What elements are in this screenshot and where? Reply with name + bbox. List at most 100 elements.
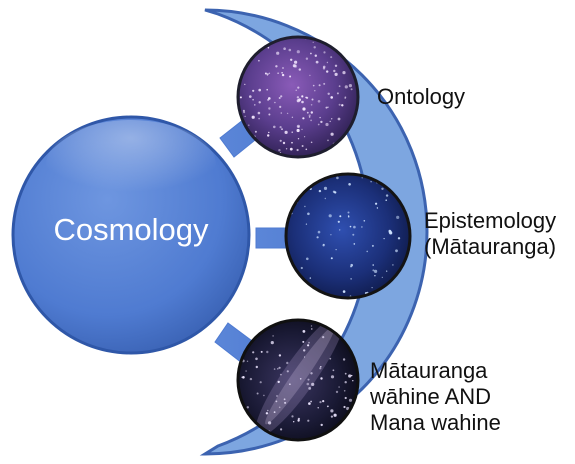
star [280, 428, 282, 430]
star [313, 42, 314, 43]
star [330, 121, 331, 122]
star [337, 92, 339, 94]
star [309, 114, 311, 116]
star [384, 238, 385, 239]
star [344, 390, 346, 392]
star [300, 378, 302, 380]
star [318, 407, 319, 408]
star [260, 381, 262, 383]
star [242, 376, 245, 379]
star [392, 264, 394, 266]
star [306, 224, 307, 225]
star [349, 84, 352, 87]
star [276, 401, 278, 403]
star [334, 414, 337, 417]
star [348, 212, 350, 214]
star [345, 85, 348, 88]
star [274, 411, 276, 413]
star [301, 101, 304, 104]
star [280, 374, 282, 376]
star [279, 367, 281, 369]
star [281, 112, 283, 114]
star [255, 131, 257, 133]
star [250, 378, 252, 380]
star [318, 231, 321, 234]
star [254, 104, 255, 105]
star [327, 107, 328, 108]
star [297, 50, 300, 53]
star [297, 129, 300, 132]
star [274, 368, 276, 370]
star [275, 65, 277, 67]
star [244, 84, 245, 85]
star [319, 117, 320, 118]
star [309, 75, 310, 76]
star [307, 383, 310, 386]
star [354, 243, 356, 245]
star [331, 133, 334, 136]
star [333, 369, 335, 371]
star [297, 149, 299, 151]
star [285, 131, 288, 134]
star [289, 49, 292, 52]
star [272, 335, 274, 337]
star [345, 97, 346, 98]
star [259, 101, 261, 103]
star [349, 399, 352, 402]
star [395, 249, 398, 252]
star [333, 70, 335, 72]
star [286, 362, 288, 364]
star [351, 88, 353, 90]
star [374, 275, 375, 276]
star [325, 123, 328, 126]
label-line: Epistemology [424, 208, 556, 234]
star [302, 107, 305, 110]
star [280, 126, 282, 128]
star [297, 87, 299, 89]
star [248, 125, 249, 126]
star [314, 46, 316, 48]
star [267, 74, 268, 75]
star [258, 89, 261, 92]
star [302, 145, 304, 147]
label-line: Mana wahine [370, 410, 501, 436]
star [381, 188, 383, 190]
star [339, 104, 341, 106]
star [345, 381, 347, 383]
star [319, 367, 321, 369]
star [330, 409, 333, 412]
label-line: Mātauranga [370, 358, 501, 384]
star [317, 236, 319, 238]
label-epistemology: Epistemology (Mātauranga) [424, 208, 556, 260]
star [336, 391, 338, 393]
star [343, 358, 345, 360]
star [307, 420, 309, 422]
star [307, 112, 309, 114]
star [308, 342, 310, 344]
star [336, 249, 337, 250]
star [281, 128, 283, 130]
star [247, 406, 249, 408]
star [311, 328, 312, 329]
star [257, 393, 259, 395]
star [311, 383, 314, 386]
star [266, 412, 268, 414]
star [326, 107, 328, 109]
star [256, 366, 258, 368]
star [338, 221, 340, 223]
star [386, 194, 388, 196]
milky-way-image [238, 304, 358, 445]
star [326, 70, 328, 72]
star [297, 99, 300, 102]
star [329, 358, 331, 360]
star [308, 387, 311, 390]
star [277, 368, 279, 370]
star [261, 351, 263, 353]
star [339, 229, 340, 230]
star [282, 67, 284, 69]
star [282, 74, 284, 76]
label-line: Ontology [377, 84, 465, 110]
star [330, 234, 331, 235]
star [252, 351, 254, 353]
star [293, 421, 294, 422]
